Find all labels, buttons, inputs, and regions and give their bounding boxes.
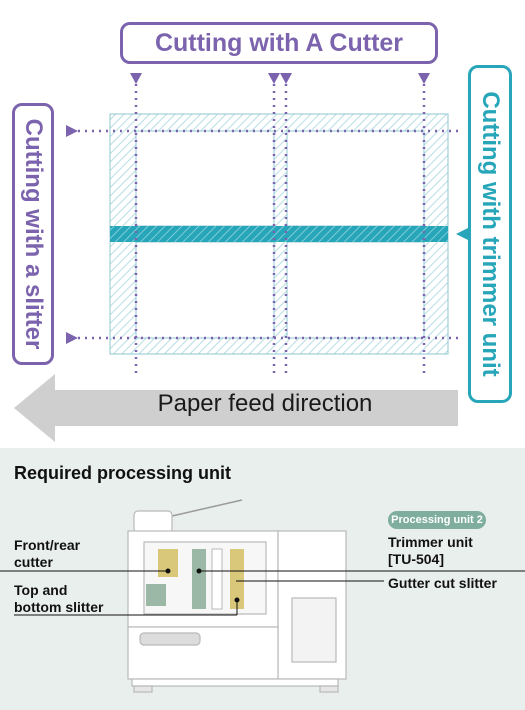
- panel-top-left: [135, 130, 275, 227]
- feed-direction-arrow: [14, 374, 458, 442]
- trimmer-label: Cutting with trimmer unit: [477, 91, 504, 377]
- down-arrow-2: [268, 73, 280, 84]
- trimmer-arrow: [456, 228, 468, 240]
- top-bottom-slitter-callout: Top and bottom slitter: [14, 582, 104, 615]
- down-arrow-4: [418, 73, 430, 84]
- feed-direction-label: Paper feed direction: [157, 390, 373, 417]
- processing-unit-badge: Processing unit 2: [388, 511, 486, 529]
- panel-bottom-right: [286, 241, 425, 339]
- top-bottom-slitter-part: [192, 549, 206, 609]
- section-title: Required processing unit: [14, 463, 232, 483]
- trimmer-unit-part: [230, 549, 244, 609]
- slitter-label: Cutting with a slitter: [20, 118, 47, 350]
- trimmer-unit-callout: Trimmer unit [TU-504]: [388, 534, 473, 567]
- yellow-lower-part: [146, 584, 166, 606]
- right-arrow-1: [66, 125, 78, 137]
- gutter-strip: [110, 226, 448, 242]
- machine-illustration: [127, 499, 347, 693]
- part-light: [211, 548, 223, 610]
- trimmer-label-box: Cutting with trimmer unit: [468, 65, 512, 403]
- cutter-label: Cutting with A Cutter: [120, 22, 438, 64]
- front-rear-cutter-callout: Front/rear cutter: [14, 537, 81, 570]
- panel-bottom-left: [135, 241, 275, 339]
- panel-top-right: [286, 130, 425, 227]
- front-rear-cutter-part: [158, 549, 178, 577]
- slitter-label-box: Cutting with a slitter: [12, 103, 54, 365]
- gutter-cut-slitter-callout: Gutter cut slitter: [388, 575, 497, 591]
- right-arrow-2: [66, 332, 78, 344]
- down-arrow-1: [130, 73, 142, 84]
- down-arrow-3: [280, 73, 292, 84]
